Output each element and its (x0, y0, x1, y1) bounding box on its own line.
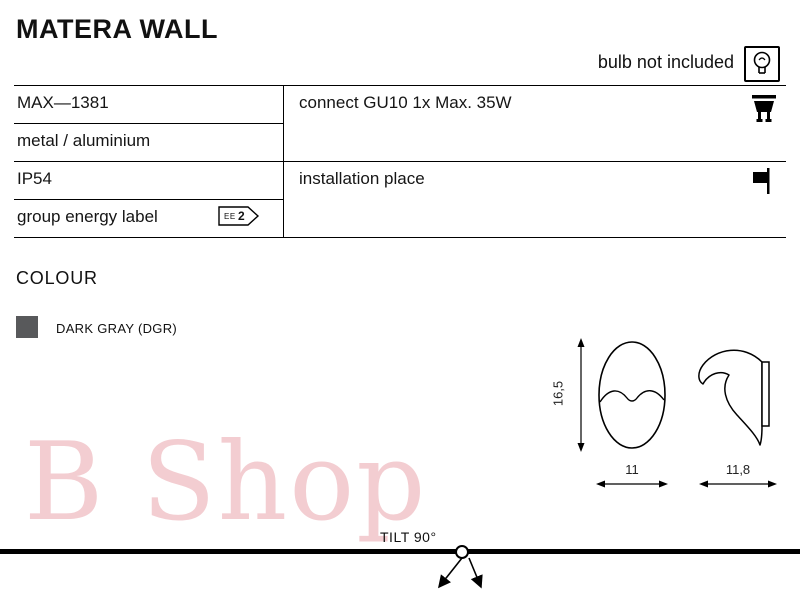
energy-label-text: group energy label (17, 207, 158, 226)
watermark: B Shop (24, 420, 428, 545)
table-column-divider (283, 85, 284, 237)
side-width-dimension-label: 11,8 (725, 462, 751, 477)
colour-swatch (16, 316, 38, 338)
front-width-dimension-line (596, 477, 668, 491)
front-height-dimension-line (574, 338, 588, 452)
installation-place-text: installation place (299, 169, 425, 188)
bulb-icon (744, 46, 780, 82)
colour-swatch-label: DARK GRAY (DGR) (56, 321, 178, 336)
wall-section-line (0, 549, 800, 554)
table-border-top (14, 85, 786, 86)
side-view-drawing (690, 340, 776, 452)
ip-rating: IP54 (17, 169, 52, 188)
energy-class-value: 2 (238, 209, 245, 223)
table-border-bottom (14, 237, 786, 238)
side-width-dimension-line (699, 477, 777, 491)
product-code: MAX—1381 (17, 93, 109, 112)
front-width-dimension-label: 11 (625, 462, 639, 477)
tilt-label: TILT 90° (380, 529, 437, 545)
table-row-divider-3 (14, 199, 283, 200)
energy-class-prefix: EE (224, 212, 236, 221)
gu10-socket-icon (750, 94, 778, 124)
page-title: MATERA WALL (16, 14, 218, 44)
table-row-divider-2 (14, 161, 786, 162)
energy-class-badge: EE 2 (218, 206, 260, 226)
tilt-direction-arrows (426, 557, 498, 597)
front-height-dimension-label: 16,5 (550, 380, 566, 407)
front-view-drawing (595, 338, 669, 452)
table-row-divider-1 (14, 123, 283, 124)
wall-installation-icon (752, 168, 772, 194)
material: metal / aluminium (17, 131, 151, 150)
colour-heading: COLOUR (16, 268, 98, 288)
bulb-note-text: bulb not included (597, 52, 734, 72)
connect-spec: connect GU10 1x Max. 35W (299, 93, 512, 112)
